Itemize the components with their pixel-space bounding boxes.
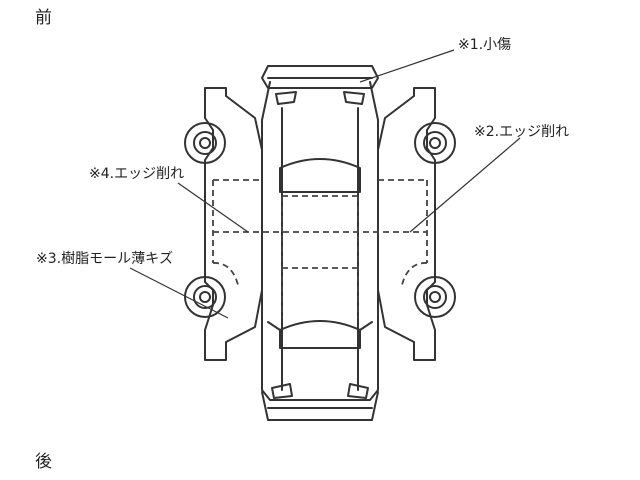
leader-1	[359, 49, 455, 83]
leader-2	[409, 137, 521, 233]
leader-lines	[129, 49, 521, 319]
rear-label: 後	[35, 452, 52, 472]
car-outline	[184, 65, 456, 421]
wheel-rear-left	[184, 276, 226, 318]
dashed-panel-lines	[212, 179, 428, 318]
rear-bumper	[261, 391, 379, 421]
annotation-3: ※3.樹脂モール薄キズ	[36, 251, 173, 267]
front-bumper	[261, 65, 379, 89]
rear-window	[279, 320, 361, 349]
right-headlight	[343, 91, 365, 105]
annotation-1: ※1.小傷	[458, 37, 511, 53]
dash-roof-sides	[281, 196, 359, 318]
left-headlight	[275, 91, 297, 105]
right-side-panel	[377, 87, 436, 361]
wheel-front-left	[184, 122, 226, 164]
dash-rear-arches	[212, 262, 428, 286]
front-windshield	[279, 158, 361, 193]
wheel-front-right	[414, 122, 456, 164]
front-label: 前	[35, 8, 52, 28]
annotation-4: ※4.エッジ削れ	[89, 166, 184, 182]
leader-4	[177, 182, 249, 233]
dash-outer-sides	[212, 180, 428, 263]
annotation-2: ※2.エッジ削れ	[474, 124, 569, 140]
rear-pillars	[267, 321, 373, 331]
wheel-rear-right	[414, 276, 456, 318]
car-body	[261, 81, 379, 401]
left-taillight	[271, 383, 293, 399]
leader-3	[129, 267, 229, 319]
left-side-panel	[204, 87, 263, 361]
right-taillight	[347, 383, 369, 399]
